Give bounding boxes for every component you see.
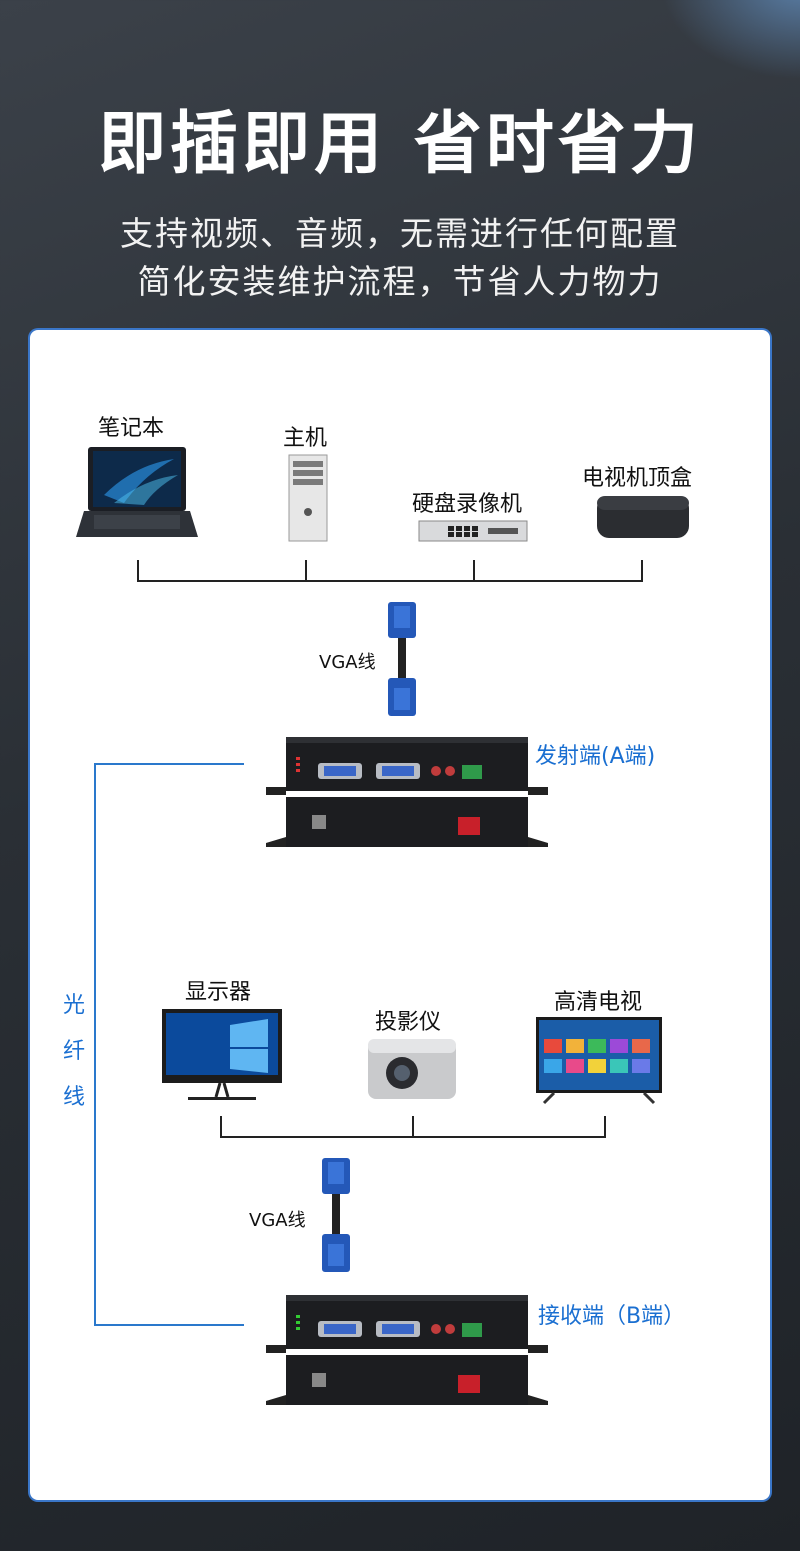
fiber-label-3: 线 [63,1085,86,1110]
laptop-label: 笔记本 [98,416,165,441]
fiber-label-1: 光 [63,993,86,1018]
transmitter-label: 发射端(A端) [535,744,656,769]
hdtv-label: 高清电视 [554,990,643,1015]
monitor-label: 显示器 [185,980,252,1005]
projector-icon [368,1039,456,1099]
projector-label: 投影仪 [375,1010,442,1035]
fiber-line-vertical [94,763,96,1326]
fiber-label-2: 纤 [63,1039,86,1064]
bracket-tick [412,1116,414,1138]
fiber-line-top [94,763,244,765]
bracket-tick [473,560,475,582]
settop-box-icon [597,496,689,538]
vga-cable-label-top: VGA线 [319,652,376,673]
bracket-tick [641,560,643,582]
bracket-tick [305,560,307,582]
bracket-tick [137,560,139,582]
monitor-icon [162,1009,282,1100]
display-bracket [220,1136,606,1138]
fiber-line-bottom [94,1324,244,1326]
dvr-icon [418,520,528,542]
host-label: 主机 [283,426,328,451]
bracket-tick [220,1116,222,1138]
subtitle-line-2: 简化安装维护流程，节省人力物力 [137,262,663,301]
host-icon [288,454,328,542]
transmitter-device [266,737,548,847]
laptop-icon [76,447,198,537]
source-bracket [137,580,643,582]
receiver-device [266,1295,548,1405]
dvr-label: 硬盘录像机 [412,492,523,517]
vga-cable-icon [322,1158,350,1272]
vga-cable-label-bottom: VGA线 [249,1210,306,1231]
hdtv-icon [536,1017,662,1105]
settop-label: 电视机顶盒 [582,466,693,491]
vga-cable-icon [388,602,416,716]
bracket-tick [604,1116,606,1138]
receiver-label: 接收端（B端） [538,1304,686,1329]
page-title: 即插即用 省时省力 [98,105,702,184]
subtitle-line-1: 支持视频、音频，无需进行任何配置 [120,214,680,253]
corner-glow [660,0,800,80]
diagram-card: 笔记本 主机 硬盘录像机 电视机顶盒 [30,330,770,1500]
